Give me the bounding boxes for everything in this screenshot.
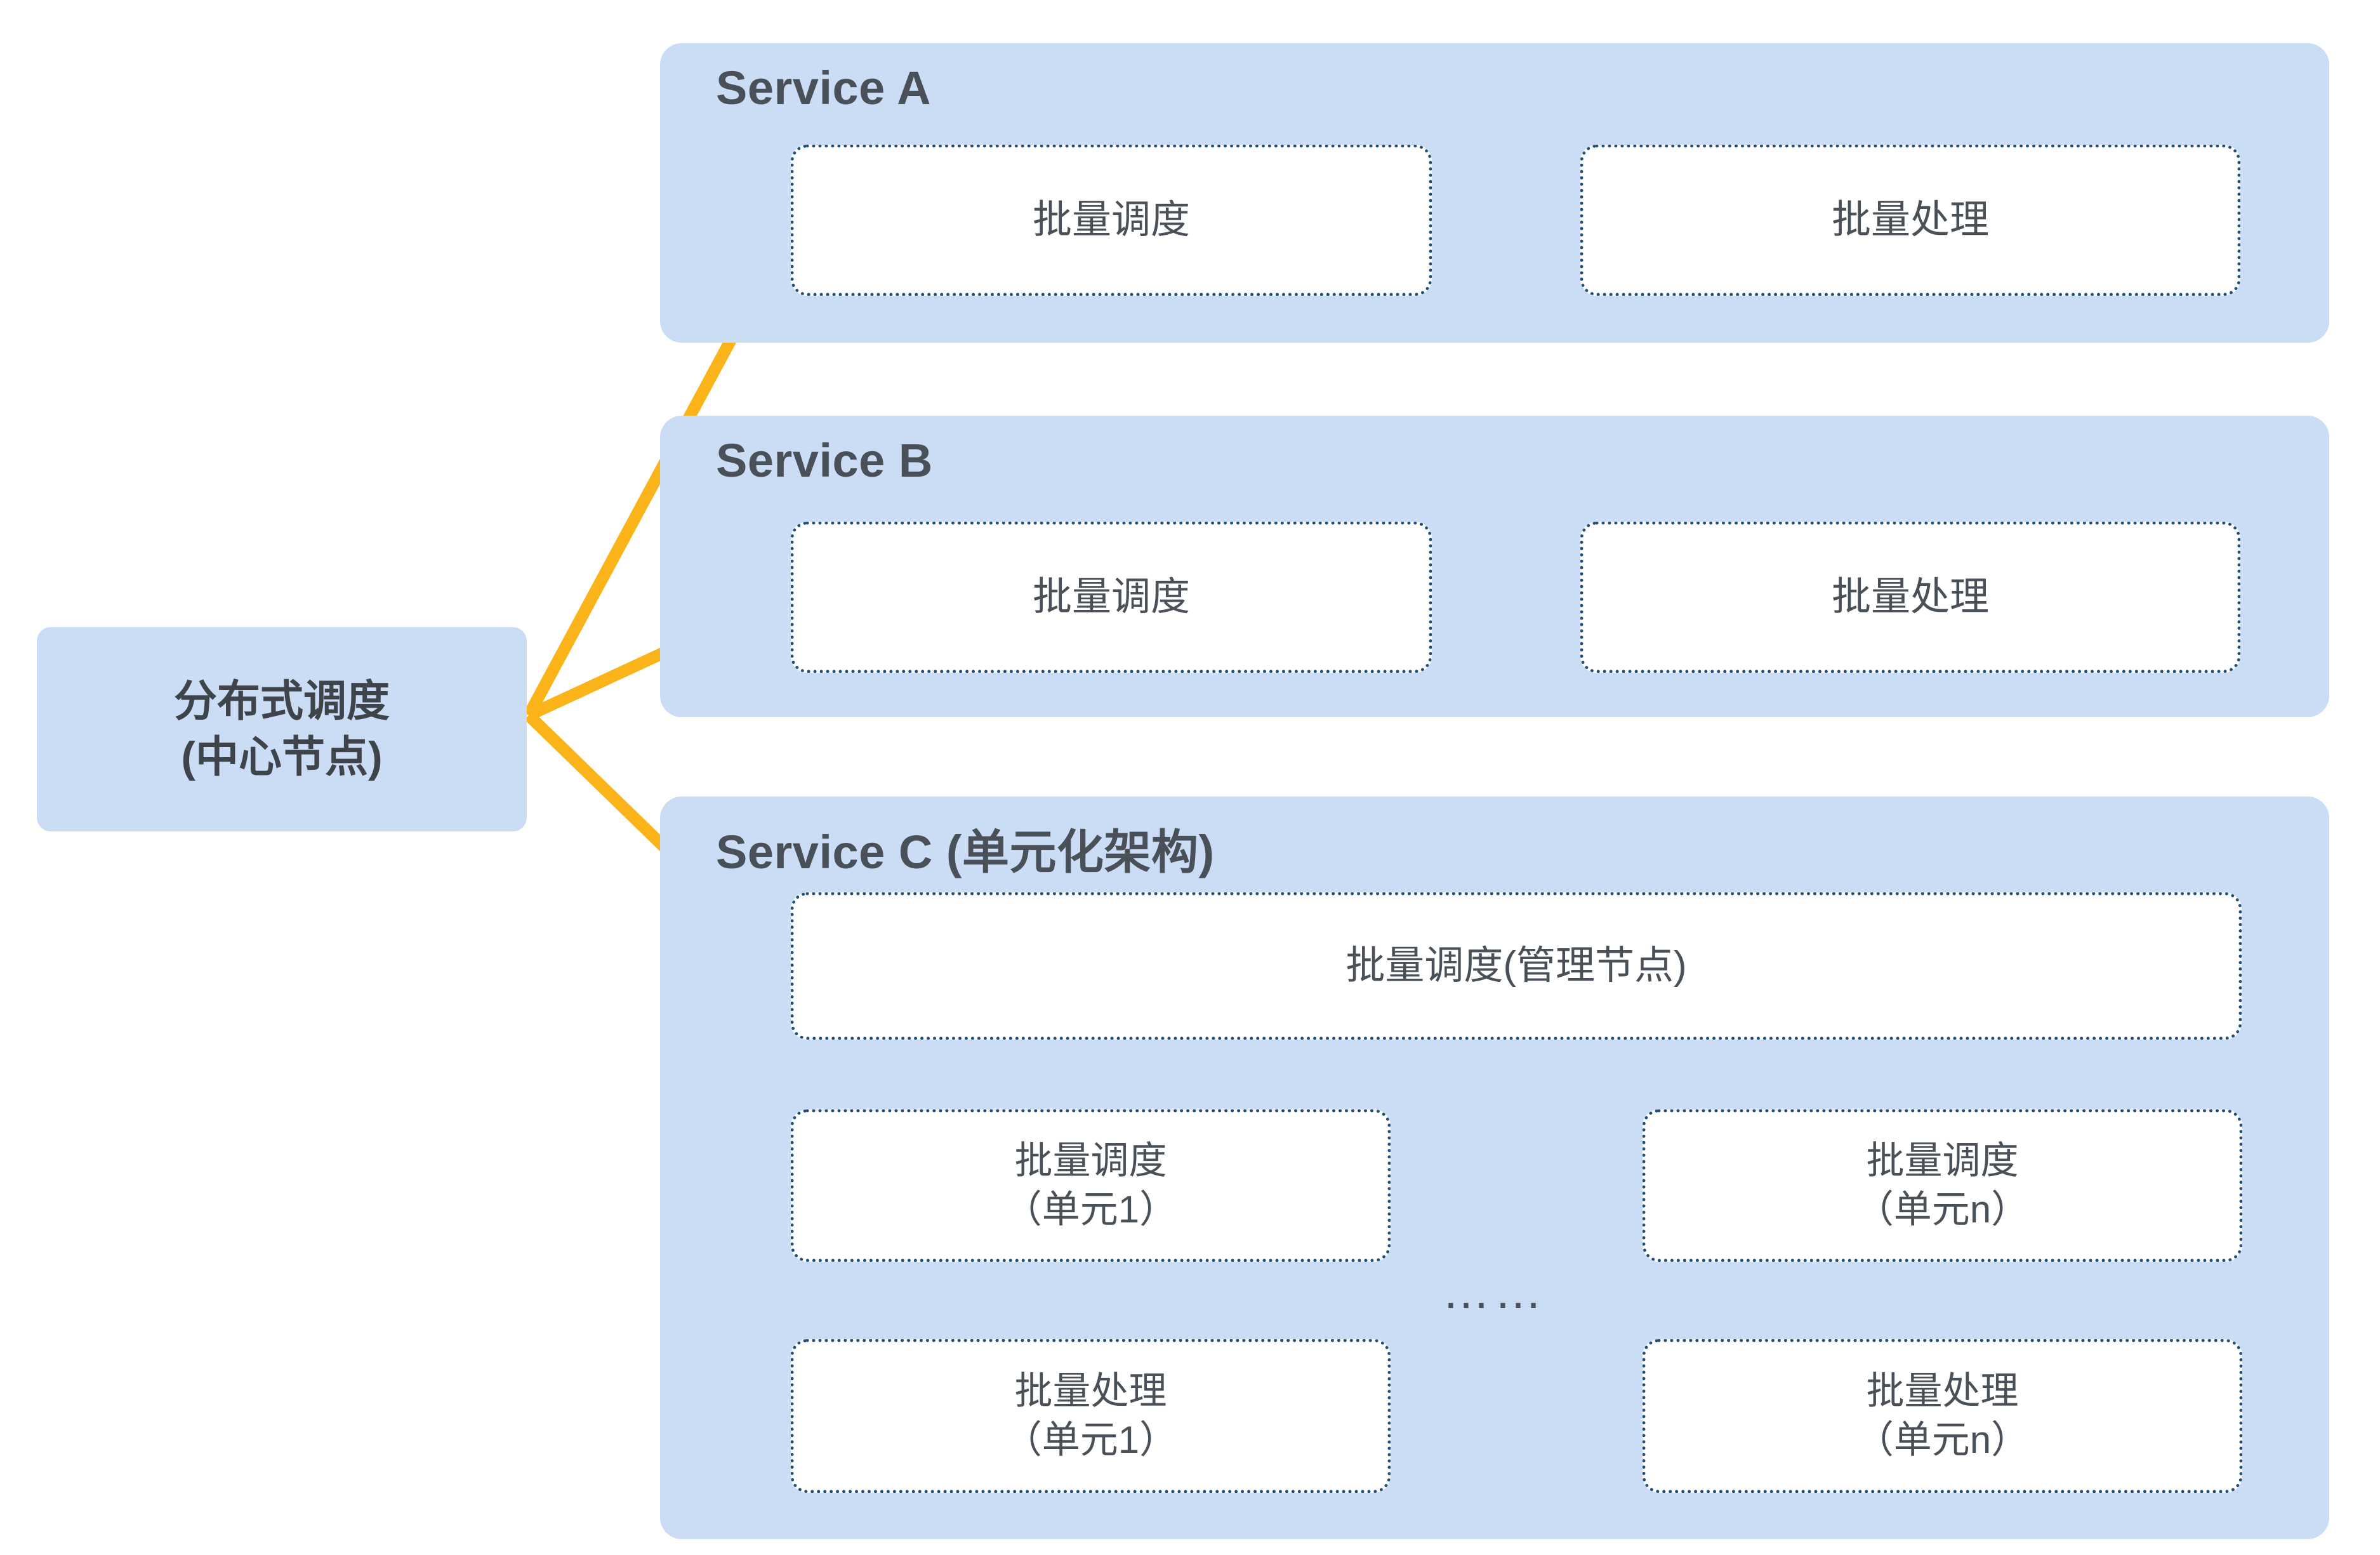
service-c-unitn-scheduler-line2: （单元n）	[1855, 1188, 2030, 1231]
service-a-processor-box[interactable]: 批量处理	[1580, 145, 2240, 296]
service-c-unit1-scheduler-box[interactable]: 批量调度 （单元1）	[791, 1109, 1391, 1262]
service-c-manager-label: 批量调度(管理节点)	[1345, 944, 1687, 988]
service-c-title: Service C (单元化架构)	[716, 826, 1215, 878]
central-node-text: 分布式调度 (中心节点)	[174, 673, 390, 786]
service-c-unitn-processor-box[interactable]: 批量处理 （单元n）	[1643, 1339, 2242, 1493]
service-b-title: Service B	[716, 434, 933, 487]
central-node-line1: 分布式调度	[173, 677, 390, 725]
service-b-processor-label: 批量处理	[1831, 575, 1989, 619]
service-c-units-ellipsis: ……	[1442, 1265, 1546, 1319]
service-c-unit1-processor-line2: （单元1）	[1003, 1419, 1178, 1461]
service-a-scheduler-box[interactable]: 批量调度	[791, 145, 1432, 296]
service-c-unitn-processor-line2: （单元n）	[1855, 1419, 2030, 1461]
service-b-scheduler-box[interactable]: 批量调度	[791, 522, 1432, 673]
service-c-unit1-scheduler-line2: （单元1）	[1003, 1188, 1178, 1231]
central-node[interactable]: 分布式调度 (中心节点)	[37, 627, 527, 831]
service-c-unitn-processor-line1: 批量处理	[1866, 1370, 2019, 1413]
service-c-unitn-scheduler-box[interactable]: 批量调度 （单元n）	[1643, 1109, 2242, 1262]
service-c-unit1-scheduler-text: 批量调度 （单元1）	[1004, 1137, 1177, 1234]
service-c-unitn-scheduler-text: 批量调度 （单元n）	[1856, 1137, 2029, 1234]
service-c-unitn-processor-text: 批量处理 （单元n）	[1856, 1367, 2029, 1465]
service-b-processor-box[interactable]: 批量处理	[1580, 522, 2240, 673]
service-c-unit1-processor-line1: 批量处理	[1014, 1370, 1167, 1413]
service-c-unit1-processor-text: 批量处理 （单元1）	[1004, 1367, 1177, 1465]
service-a-scheduler-label: 批量调度	[1032, 198, 1190, 242]
service-c-manager-box[interactable]: 批量调度(管理节点)	[791, 892, 2242, 1040]
service-c-unit1-scheduler-line1: 批量调度	[1014, 1139, 1167, 1182]
service-b-scheduler-label: 批量调度	[1032, 575, 1190, 619]
service-a-title: Service A	[716, 62, 932, 114]
service-c-unit1-processor-box[interactable]: 批量处理 （单元1）	[791, 1339, 1391, 1493]
service-a-processor-label: 批量处理	[1831, 198, 1989, 242]
service-c-unitn-scheduler-line1: 批量调度	[1866, 1139, 2019, 1182]
central-node-line2: (中心节点)	[181, 733, 383, 781]
